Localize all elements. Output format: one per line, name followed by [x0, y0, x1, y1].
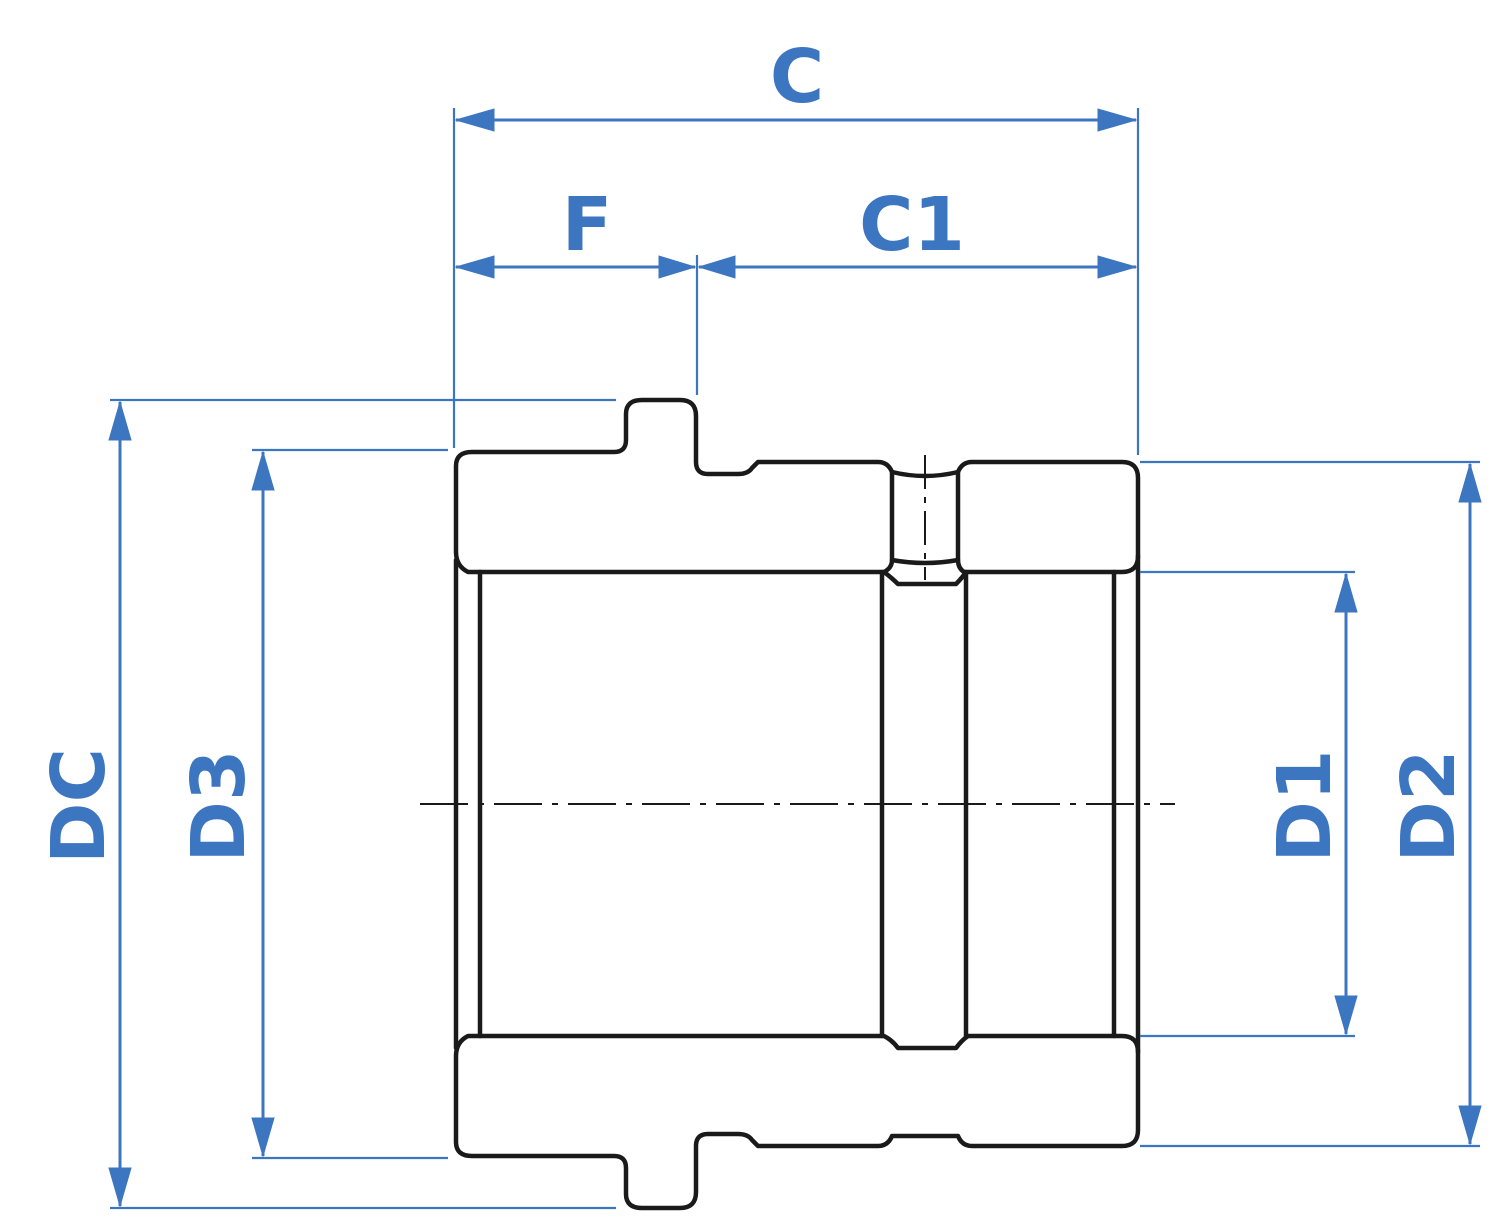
label-c1: C1	[859, 182, 965, 268]
arrow-f-right	[658, 255, 697, 279]
arrow-d3-bottom	[251, 1117, 275, 1158]
arrow-d3-top	[251, 450, 275, 491]
arrow-c-right	[1097, 108, 1138, 132]
label-f: F	[562, 182, 613, 268]
arrow-dc-top	[108, 400, 132, 441]
arrow-d2-top	[1458, 462, 1482, 503]
lower-wall-section	[453, 1033, 1141, 1211]
label-dc: DC	[36, 748, 122, 864]
arrow-c1-left	[697, 255, 736, 279]
dimension-labels: C F C1 DC D3 D1 D2	[36, 34, 1472, 864]
arrow-c1-right	[1097, 255, 1138, 279]
label-d2: D2	[1386, 750, 1472, 863]
dimensions	[108, 108, 1482, 1210]
part-section	[420, 397, 1175, 1211]
upper-wall-section-right	[955, 459, 1141, 575]
arrow-f-left	[454, 255, 495, 279]
arrow-d1-bottom	[1334, 995, 1358, 1036]
arrow-d2-bottom	[1458, 1105, 1482, 1146]
label-d1: D1	[1262, 750, 1348, 863]
arrow-dc-bottom	[108, 1167, 132, 1208]
upper-wall-section	[453, 397, 895, 575]
label-d3: D3	[176, 750, 262, 863]
label-c: C	[770, 34, 824, 120]
arrow-d1-top	[1334, 572, 1358, 613]
arrow-c-left	[454, 108, 495, 132]
